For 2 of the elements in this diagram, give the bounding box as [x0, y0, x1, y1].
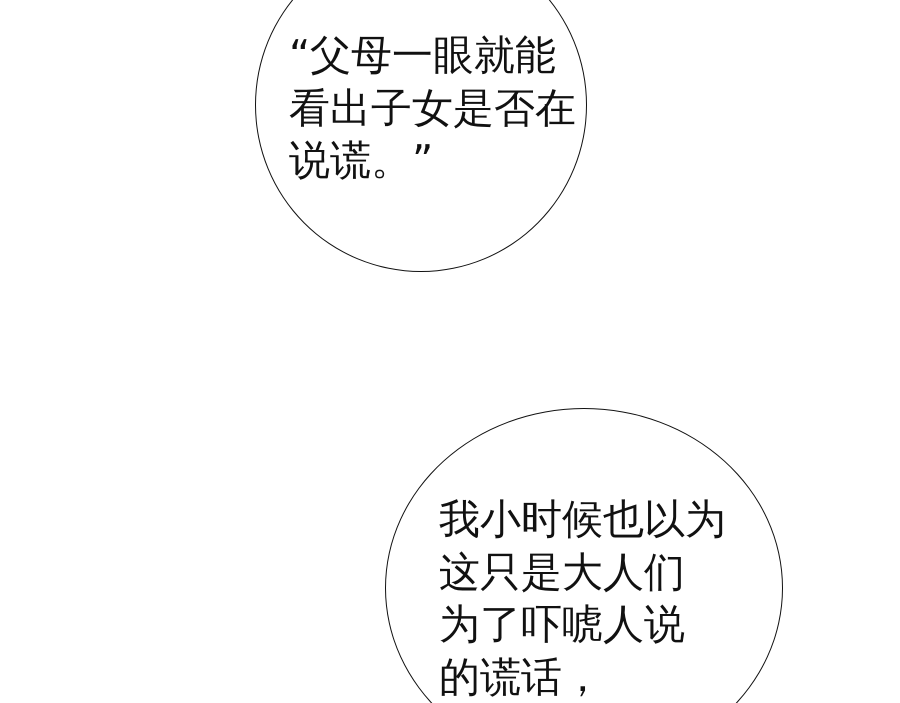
speech-text: 我小时候也以为这只是大人们为了吓唬人说的谎话，	[439, 494, 726, 702]
speech-text: “父母一眼就能看出子女是否在说谎。”	[289, 30, 576, 186]
